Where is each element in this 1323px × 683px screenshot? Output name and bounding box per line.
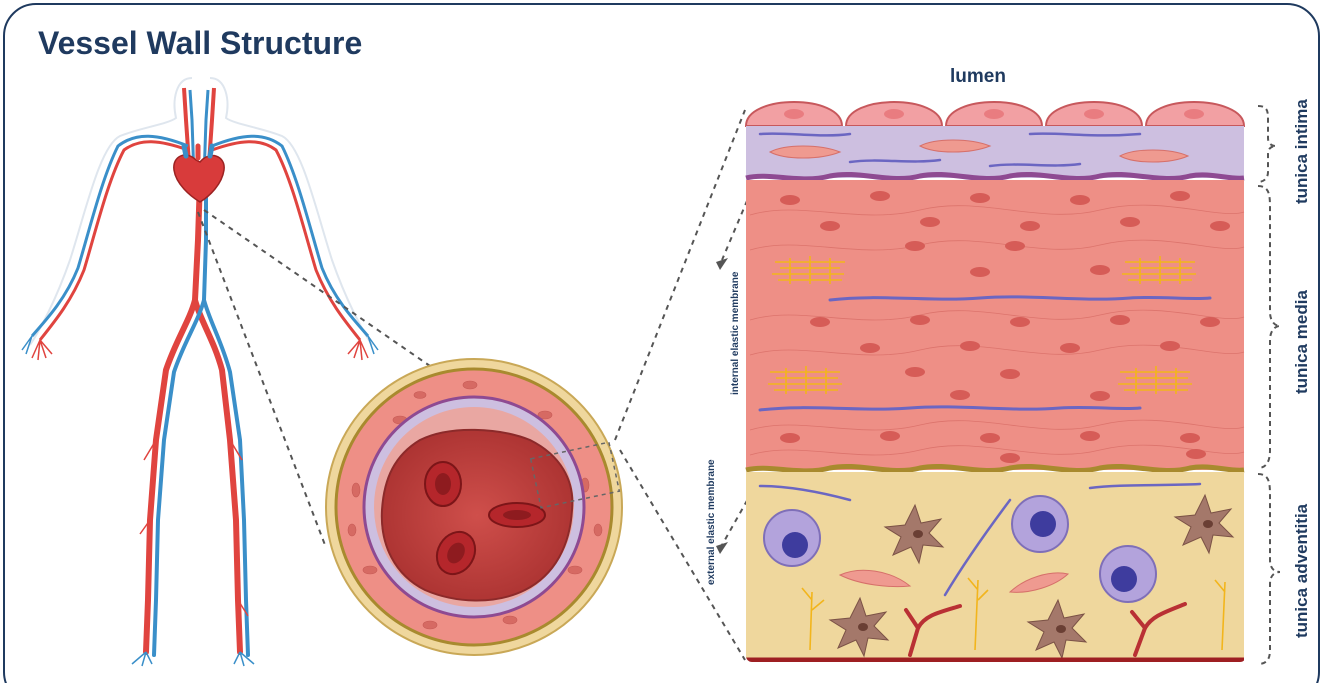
diagram-title: Vessel Wall Structure [38, 25, 362, 61]
mast-cell-icon [1012, 496, 1068, 552]
tunica-adventitia-label: tunica adventitia [1292, 503, 1311, 638]
tunica-intima-label: tunica intima [1292, 99, 1311, 204]
layer-braces [1258, 106, 1280, 664]
vessel-cross-section [326, 359, 622, 655]
red-blood-cell-icon [425, 462, 461, 506]
lumen-label: lumen [950, 66, 1006, 87]
tunica-adventitia-layer [746, 472, 1244, 658]
external-elastic-membrane-label: external elastic membrane [706, 459, 717, 585]
heart-icon [174, 146, 224, 202]
mast-cell-icon [1100, 546, 1156, 602]
red-blood-cell-icon [489, 503, 545, 527]
aorta [146, 180, 200, 652]
tunica-media-label: tunica media [1292, 290, 1311, 394]
zoom-connector-lines-2 [615, 110, 745, 660]
mast-cell-icon [764, 510, 820, 566]
human-circulatory-figure [22, 78, 378, 666]
internal-elastic-membrane-label: internal elastic membrane [730, 271, 741, 395]
